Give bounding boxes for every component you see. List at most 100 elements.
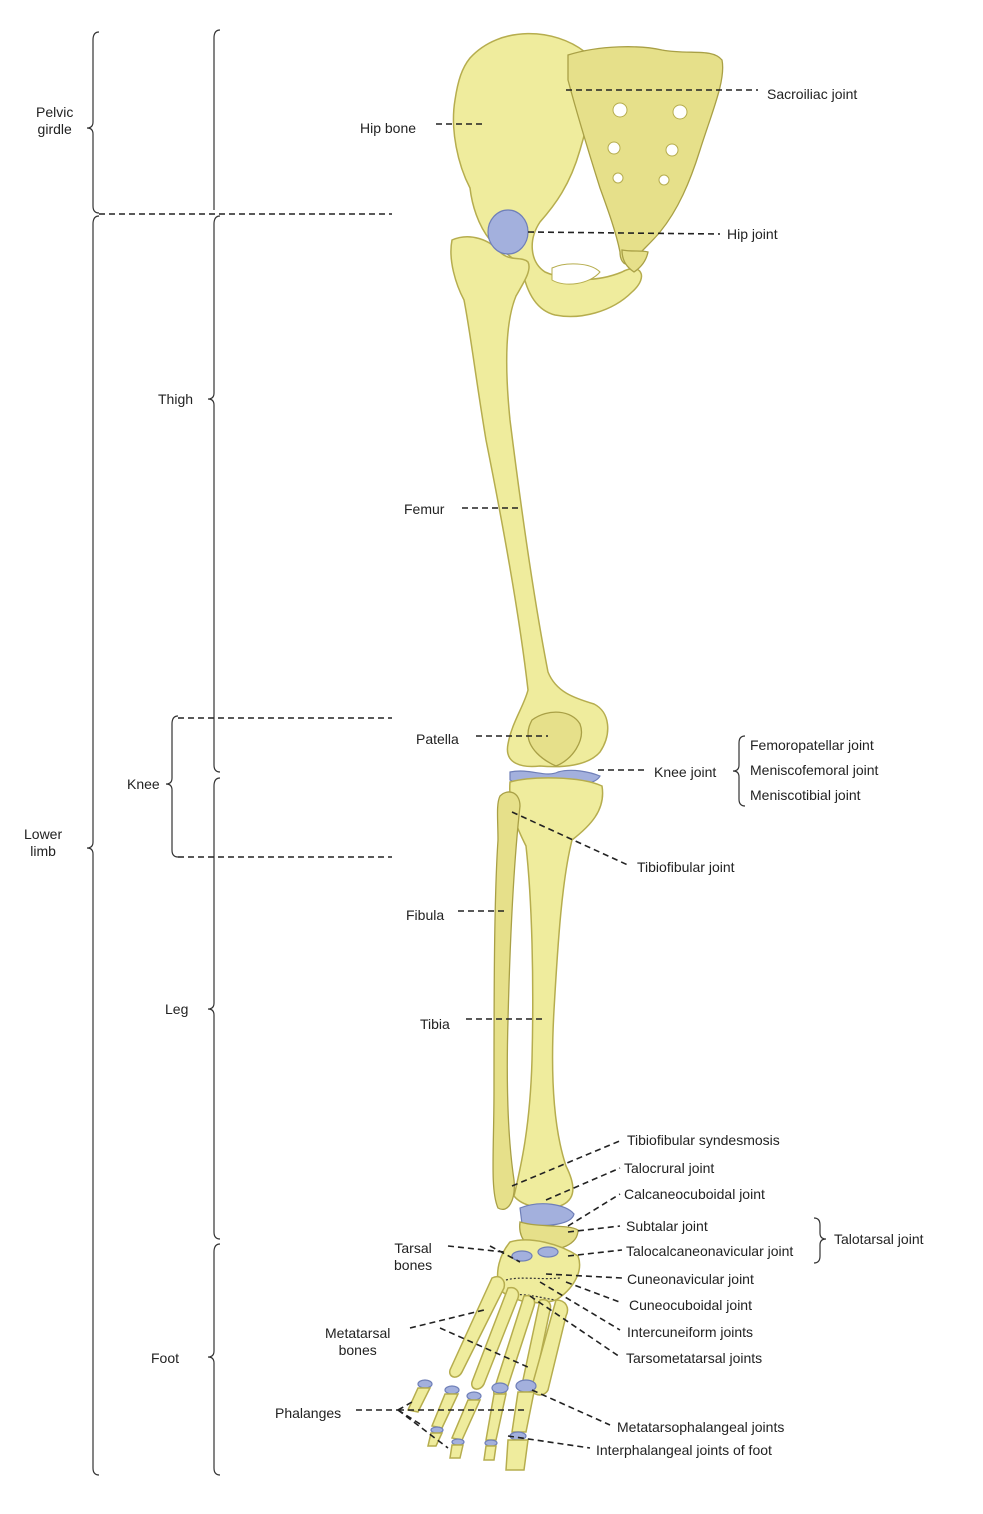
pelvic-girdle-bracket <box>86 31 100 214</box>
label-meniscotibial-joint: Meniscotibial joint <box>750 787 861 803</box>
obturator-foramen <box>551 263 601 285</box>
sacral-foramen <box>607 141 621 155</box>
cuneiform-line <box>505 1277 561 1281</box>
leader-intercuneiform <box>539 1281 621 1331</box>
mtp-joint <box>466 1391 482 1401</box>
leader-cuneocuboidal <box>565 1281 623 1304</box>
label-cuneonavicular-joint: Cuneonavicular joint <box>627 1271 754 1287</box>
leader-phalanges-2 <box>397 1401 413 1411</box>
leader-metatarsal-1 <box>409 1309 485 1329</box>
region-label-pelvic-girdle: Pelvic girdle <box>36 104 74 137</box>
leader-mtp <box>531 1389 611 1426</box>
sacrum-shape <box>567 46 724 266</box>
metatarsal-shape <box>449 1276 506 1378</box>
fibula-shape <box>492 791 521 1210</box>
leader-tarsal-1 <box>447 1245 505 1253</box>
coccyx-shape <box>621 249 649 273</box>
foot-bracket <box>207 1243 221 1476</box>
label-phalanges: Phalanges <box>275 1405 342 1421</box>
phalanx <box>485 1393 507 1441</box>
label-tibia: Tibia <box>420 1016 450 1032</box>
label-femoropatellar-joint: Femoropatellar joint <box>750 737 874 753</box>
leader-lines <box>356 89 758 1449</box>
phalanx <box>450 1399 482 1441</box>
region-label-lower-limb: Lower limb <box>24 826 63 859</box>
label-tibiofibular-joint: Tibiofibular joint <box>637 859 735 875</box>
region-label-thigh: Thigh <box>158 391 194 407</box>
sacral-foramen <box>672 104 688 120</box>
label-talocalcaneonavicular-joint: Talocalcaneonavicular joint <box>626 1243 794 1259</box>
ip-joint <box>484 1439 498 1447</box>
ip-joint <box>430 1426 444 1434</box>
label-tarsal-bones: Tarsal bones <box>394 1240 433 1273</box>
label-cuneocuboidal-joint: Cuneocuboidal joint <box>629 1297 752 1313</box>
sacral-foramen <box>612 172 624 184</box>
phalanx <box>430 1393 460 1429</box>
talocrural-joint-cartilage <box>519 1203 575 1227</box>
leader-tarsal-2 <box>489 1245 521 1263</box>
label-sacroiliac-joint: Sacroiliac joint <box>767 86 858 102</box>
sacral-foramen <box>612 102 628 118</box>
bone-illustration <box>406 32 724 1471</box>
region-label-leg: Leg <box>165 1001 189 1017</box>
tibia-shape <box>509 777 604 1209</box>
label-interphalangeal-joints-of-foot: Interphalangeal joints of foot <box>596 1442 772 1458</box>
label-meniscofemoral-joint: Meniscofemoral joint <box>750 762 879 778</box>
leader-talocrural <box>545 1167 621 1201</box>
mtp-joint <box>444 1385 460 1395</box>
leader-calcaneocuboidal <box>567 1193 621 1227</box>
metatarsal-shape <box>471 1286 520 1390</box>
mtp-joint <box>417 1379 433 1389</box>
label-fibula: Fibula <box>406 907 445 923</box>
leader-metatarsal-2 <box>439 1327 531 1369</box>
mtp-joint <box>491 1382 509 1394</box>
femur-shape <box>450 236 609 768</box>
label-metatarsal-bones: Metatarsal bones <box>325 1325 391 1358</box>
label-femur: Femur <box>404 501 445 517</box>
talotarsal-group-bracket <box>813 1217 827 1264</box>
leader-cuneonavicular <box>545 1273 623 1279</box>
label-subtalar-joint: Subtalar joint <box>626 1218 708 1234</box>
tarsal-joint <box>537 1246 559 1258</box>
leg-bracket <box>207 777 221 1240</box>
phalanges-group <box>406 1379 537 1471</box>
sacral-foramen <box>665 143 679 157</box>
region-label-foot: Foot <box>151 1350 180 1366</box>
leader-tarsometatarsal <box>529 1295 621 1358</box>
leader-tibiofibular <box>511 811 631 867</box>
region-label-knee: Knee <box>127 776 160 792</box>
leader-phalanges-4 <box>397 1409 449 1449</box>
label-tarsometatarsal-joints: Tarsometatarsal joints <box>626 1350 763 1366</box>
label-talocrural-joint: Talocrural joint <box>624 1160 715 1176</box>
leader-talocalcaneonavicular <box>567 1249 623 1257</box>
label-metatarsophalangeal-joints: Metatarsophalangeal joints <box>617 1419 785 1435</box>
patella-shape <box>527 711 582 767</box>
label-intercuneiform-joints: Intercuneiform joints <box>627 1324 754 1340</box>
phalanx <box>406 1387 432 1413</box>
leader-hip-joint <box>527 231 721 235</box>
label-calcaneocuboidal-joint: Calcaneocuboidal joint <box>624 1186 765 1202</box>
femoral-head-cartilage <box>487 209 529 255</box>
phalanx <box>511 1391 535 1433</box>
label-hip-joint: Hip joint <box>727 226 778 242</box>
knee-joint-group-bracket <box>732 735 746 807</box>
knee-bracket <box>165 715 179 858</box>
ip-joint <box>451 1438 465 1446</box>
label-tibiofibular-syndesmosis: Tibiofibular syndesmosis <box>627 1132 780 1148</box>
phalanx <box>483 1445 497 1461</box>
tarsal-joint <box>511 1250 533 1262</box>
label-patella: Patella <box>416 731 459 747</box>
phalanx <box>505 1439 529 1471</box>
phalanx <box>449 1444 464 1459</box>
pelvic-column-bracket <box>213 29 221 210</box>
label-hip-bone: Hip bone <box>360 120 417 136</box>
leader-subtalar <box>567 1225 621 1233</box>
label-talotarsal-joint: Talotarsal joint <box>834 1231 924 1247</box>
thigh-bracket <box>207 215 221 773</box>
label-knee-joint: Knee joint <box>654 764 717 780</box>
region-brackets <box>86 29 827 1476</box>
lower-limb-bracket <box>86 215 100 1476</box>
sacral-foramen <box>658 174 670 186</box>
